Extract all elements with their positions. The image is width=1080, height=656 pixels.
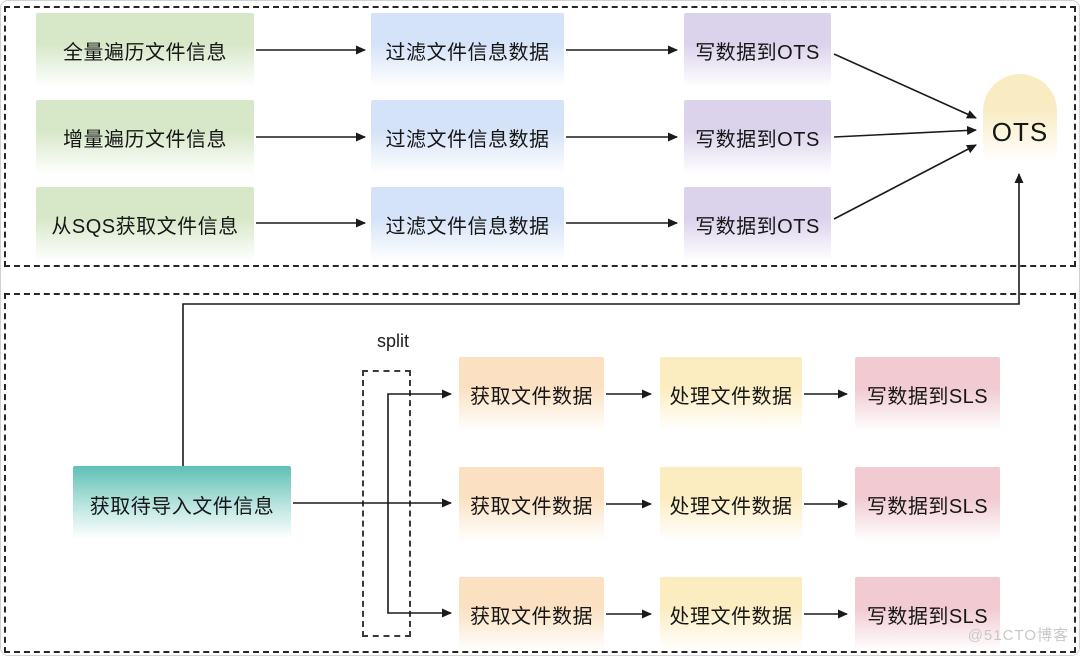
ots-database-label: OTS (991, 117, 1049, 147)
process-data-node-row2: 处理文件数据 (660, 467, 802, 541)
filter-node-row2: 过滤文件信息数据 (371, 100, 564, 174)
write-sls-node-row3: 写数据到SLS (855, 577, 1000, 651)
process-data-node-row1: 处理文件数据 (660, 357, 802, 431)
split-label: split (376, 331, 409, 351)
write-ots-node-row1: 写数据到OTS (684, 13, 831, 87)
fetch-data-node-row3: 获取文件数据 (459, 577, 604, 651)
process-data-node-row3: 处理文件数据 (660, 577, 802, 651)
write-ots-node-row3: 写数据到OTS (684, 187, 831, 261)
split-boundary-rect (362, 370, 411, 637)
fetch-data-node-row1: 获取文件数据 (459, 357, 604, 431)
filter-node-row1: 过滤文件信息数据 (371, 13, 564, 87)
write-sls-node-row2: 写数据到SLS (855, 467, 1000, 541)
incremental-scan-source-node: 增量遍历文件信息 (36, 100, 254, 174)
sqs-source-node: 从SQS获取文件信息 (36, 187, 254, 261)
write-ots-node-row2: 写数据到OTS (684, 100, 831, 174)
ots-database-cylinder-icon: OTS (983, 74, 1057, 162)
watermark: @51CTO博客 (967, 627, 1069, 644)
fetch-data-node-row2: 获取文件数据 (459, 467, 604, 541)
full-scan-source-node: 全量遍历文件信息 (36, 13, 254, 87)
filter-node-row3: 过滤文件信息数据 (371, 187, 564, 261)
write-sls-node-row1: 写数据到SLS (855, 357, 1000, 431)
pending-import-source-node: 获取待导入文件信息 (73, 466, 291, 542)
